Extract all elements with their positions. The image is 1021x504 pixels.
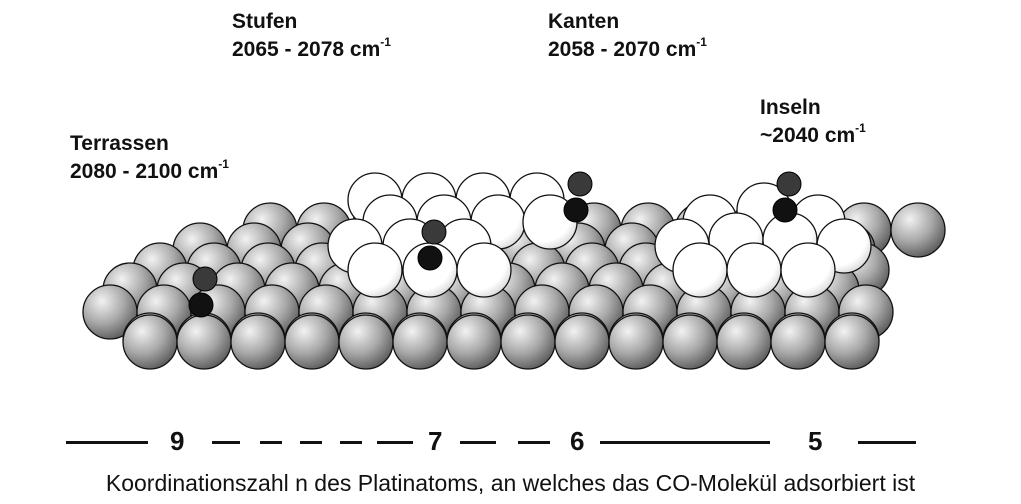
label-stufen-range: 2065 - 2078 cm-1 — [232, 35, 391, 61]
platinum-atom — [890, 202, 946, 258]
platinum-atom-adlayer — [672, 242, 728, 298]
platinum-atom — [500, 314, 556, 370]
platinum-atom — [176, 314, 232, 370]
platinum-atom — [716, 314, 772, 370]
axis-dash — [518, 441, 550, 444]
axis-segment — [66, 441, 148, 444]
platinum-atom-adlayer — [726, 242, 782, 298]
axis-dash — [340, 441, 362, 444]
platinum-atom — [392, 314, 448, 370]
axis-segment — [600, 441, 770, 444]
platinum-atom — [338, 314, 394, 370]
platinum-atom — [446, 314, 502, 370]
platinum-atom — [662, 314, 718, 370]
coordination-7: 7 — [428, 426, 443, 456]
axis-segment — [858, 441, 916, 444]
coordination-9: 9 — [170, 426, 185, 456]
co-edge-carbon — [563, 197, 589, 223]
label-stufen: Stufen 2065 - 2078 cm-1 — [232, 8, 391, 64]
co-island-carbon — [772, 197, 798, 223]
label-inseln: Inseln ~2040 cm-1 — [760, 94, 866, 150]
platinum-atom — [770, 314, 826, 370]
platinum-atom-adlayer — [347, 242, 403, 298]
coordination-6: 6 — [570, 426, 585, 456]
label-kanten: Kanten 2058 - 2070 cm-1 — [548, 8, 707, 64]
platinum-atom — [122, 314, 178, 370]
platinum-atom — [824, 314, 880, 370]
label-terrassen-range: 2080 - 2100 cm-1 — [70, 157, 229, 183]
axis-dash — [300, 441, 322, 444]
label-inseln-range: ~2040 cm-1 — [760, 121, 866, 147]
platinum-atom — [284, 314, 340, 370]
platinum-atom — [230, 314, 286, 370]
co-island-oxygen — [776, 171, 802, 197]
axis-segment — [460, 441, 496, 444]
label-terrassen-name: Terrassen — [70, 132, 169, 155]
platinum-atom — [608, 314, 664, 370]
co-terrace-oxygen — [192, 266, 218, 292]
co-terrace-carbon — [188, 292, 214, 318]
label-terrassen: Terrassen 2080 - 2100 cm-1 — [70, 130, 229, 186]
platinum-atom — [554, 314, 610, 370]
axis-segment — [377, 441, 413, 444]
surface-model — [82, 171, 946, 370]
axis-segment — [212, 441, 240, 444]
coordination-5: 5 — [808, 426, 823, 456]
co-edge-oxygen — [567, 171, 593, 197]
platinum-atom-adlayer — [780, 242, 836, 298]
co-step-carbon — [417, 245, 443, 271]
label-stufen-name: Stufen — [232, 10, 298, 33]
caption: Koordinationszahl n des Platinatoms, an … — [105, 470, 916, 496]
label-inseln-name: Inseln — [760, 96, 821, 119]
axis-dash — [260, 441, 282, 444]
label-kanten-range: 2058 - 2070 cm-1 — [548, 35, 707, 61]
platinum-atom-adlayer — [456, 242, 512, 298]
label-kanten-name: Kanten — [548, 10, 620, 33]
co-step-oxygen — [421, 219, 447, 245]
